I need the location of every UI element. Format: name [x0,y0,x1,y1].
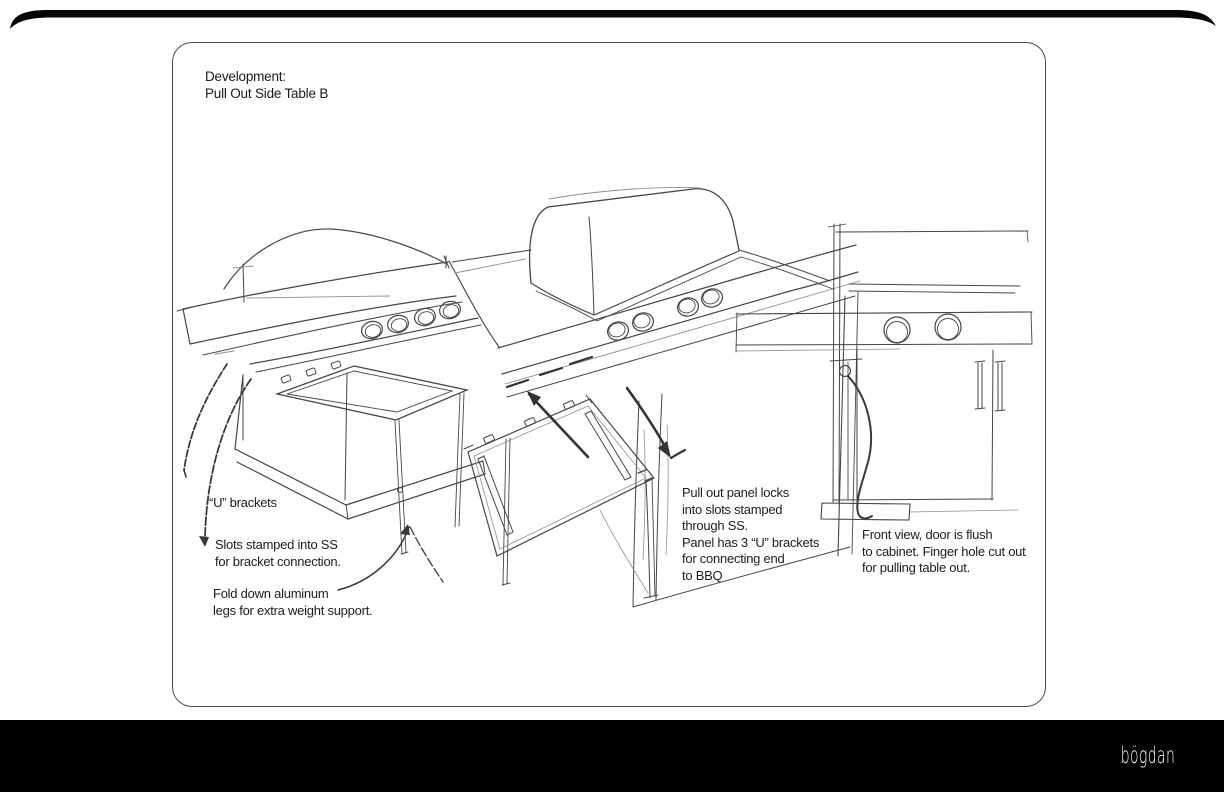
front-view-sketch [735,223,1033,521]
label-fold-down: Fold down aluminum legs for extra weight… [213,586,373,619]
label-line: Panel has 3 “U” brackets [682,534,820,550]
label-front-view: Front view, door is flush to cabinet. Fi… [862,527,1026,577]
panel-u-bracket-tabs [483,400,575,444]
title-line: Development: [205,69,286,84]
door-handles [974,360,1006,412]
pullout-table-sketch [274,360,511,586]
pullout-panel-sketch [463,394,659,599]
label-line: Fold down aluminum [213,586,329,601]
title-line: Pull Out Side Table B [205,86,329,101]
label-line: through SS. [682,518,748,533]
table-u-bracket-tabs [280,360,342,384]
brand-logo: bögdan [1120,742,1176,770]
content-frame [172,42,1046,707]
left-grill-knobs [361,300,461,340]
middle-grill-knobs [606,288,724,341]
label-line: for pulling table out. [862,560,970,575]
page-title: Development: Pull Out Side Table B [205,68,328,102]
left-grill-sketch [176,228,486,520]
footer-bar [0,720,1224,792]
middle-grill-sketch [445,187,861,608]
label-line: for bracket connection. [215,553,341,569]
label-line: legs for extra weight support. [213,602,373,618]
label-line: “U” brackets [209,495,277,510]
label-pullout-panel: Pull out panel locks into slots stamped … [682,485,819,584]
finger-hole [838,364,852,378]
label-line: to cabinet. Finger hole cut out [862,543,1026,559]
label-slots: Slots stamped into SS for bracket connec… [215,537,341,570]
label-line: to BBQ [682,567,723,583]
label-line: Slots stamped into SS [215,537,338,552]
top-swoosh-bar [10,10,1216,29]
label-line: Front view, door is flush [862,527,993,542]
label-line: Pull out panel locks [682,485,790,500]
label-u-brackets: “U” brackets [209,495,277,512]
stamped-slots [505,355,594,389]
label-line: for connecting end [682,551,785,566]
leader-arrows [183,363,873,591]
label-line: into slots stamped [682,501,783,517]
